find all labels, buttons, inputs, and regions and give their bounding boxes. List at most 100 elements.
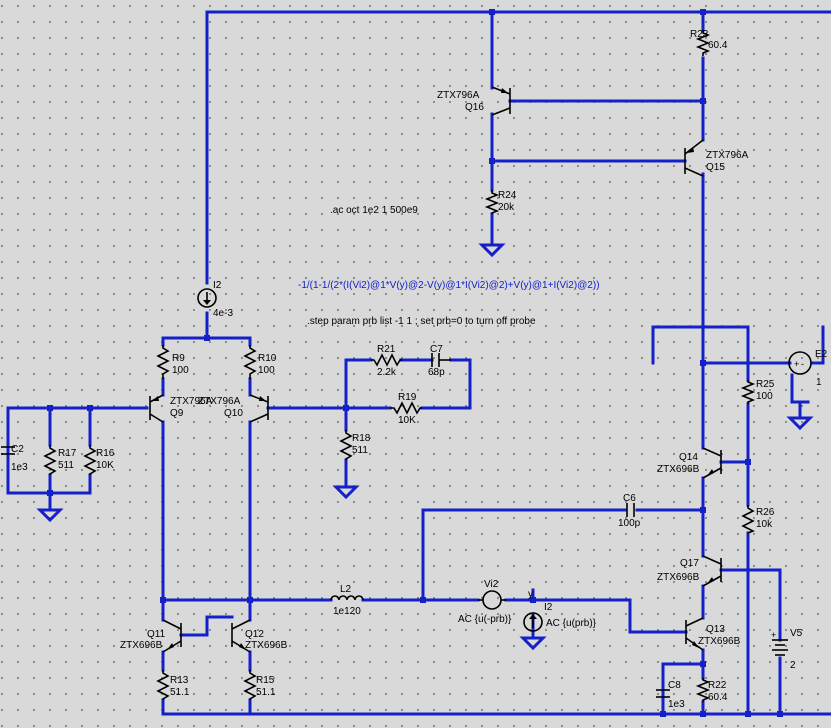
label-Q16-name: Q16 [465, 102, 484, 113]
probe-expression: -1/(1-1/(2*(I(Vi2)@1*V(y)@2-V(y)@1*I(Vi2… [298, 280, 600, 291]
label-R15-value: 51.1 [256, 687, 276, 698]
junctions [47, 9, 783, 717]
label-R24-name: R24 [498, 190, 517, 201]
label-R23-value: 60.4 [708, 40, 728, 51]
capacitor-C6-symbol [626, 503, 635, 517]
label-I2-name: I2 [213, 280, 222, 291]
resistor-R9-symbol [156, 345, 170, 379]
resistor-R24-symbol [484, 190, 500, 214]
label-V5-value: 2 [790, 660, 796, 671]
transistor-Q9-symbol [149, 394, 164, 423]
label-C8-value: 1e3 [668, 699, 685, 710]
ground-icon [786, 416, 814, 431]
svg-text:+: + [771, 630, 776, 640]
label-R21-value: 2.2k [377, 367, 397, 378]
label-Q15-model: ZTX796A [706, 150, 749, 161]
label-R16-name: R16 [96, 448, 115, 459]
grounds [36, 243, 814, 651]
resistor-R18-symbol [339, 430, 353, 460]
label-Q11-name: Q11 [147, 629, 166, 640]
label-Q11-model: ZTX696B [120, 640, 163, 651]
transistor-Q13-symbol [685, 617, 704, 651]
label-R13-value: 51.1 [170, 687, 190, 698]
label-Q13-model: ZTX696B [698, 636, 741, 647]
ground-icon [478, 243, 506, 258]
transistor-Q15-symbol [684, 139, 704, 177]
label-V5-name: V5 [790, 628, 803, 639]
label-Q12-model: ZTX696B [245, 640, 288, 651]
voltage-source-V5-symbol: + [771, 630, 788, 656]
label-Q9-name: Q9 [170, 408, 184, 419]
resistor-R13-symbol [156, 670, 170, 700]
ground-icon [36, 508, 64, 523]
label-C2-name: C2 [11, 444, 24, 455]
label-Vi2-value: AC {u(-prb)} [458, 614, 512, 625]
inductor-L2-symbol [330, 595, 364, 601]
resistor-R26-symbol [741, 505, 755, 534]
label-R9-value: 100 [172, 365, 189, 376]
svg-text:-: - [801, 359, 804, 369]
label-Q17-model: ZTX696B [657, 572, 700, 583]
label-C2-value: 1e3 [11, 462, 28, 473]
label-R23-name: R23 [690, 29, 709, 40]
label-C6-name: C6 [623, 493, 636, 504]
label-R22-name: R22 [708, 680, 727, 691]
label-R15-name: R15 [256, 675, 275, 686]
label-Q13-name: Q13 [706, 624, 725, 635]
label-Q15-name: Q15 [706, 162, 725, 173]
svg-text:+: + [794, 359, 799, 369]
label-Q12-name: Q12 [245, 629, 264, 640]
capacitor-C7-symbol [431, 353, 451, 367]
label-net-y: y [528, 589, 533, 600]
label-R26-name: R26 [756, 507, 775, 518]
transistor-Q14-symbol [702, 447, 722, 479]
label-Q16-model: ZTX796A [437, 90, 480, 101]
label-R18-value: 511 [352, 445, 368, 456]
resistor-R19-symbol [390, 401, 422, 415]
label-L2-name: L2 [340, 584, 352, 595]
label-Q17-name: Q17 [680, 558, 699, 569]
label-R25-value: 100 [756, 391, 773, 402]
step-directive: .step param prb list -1 1 ; set prb=0 to… [307, 316, 536, 327]
transistors [149, 86, 722, 653]
label-R13-name: R13 [170, 675, 189, 686]
labels: R23 60.4 ZTX796A Q16 ZTX796A Q15 R24 20k… [11, 29, 828, 710]
capacitor-C2-symbol [1, 446, 15, 455]
resistor-R21-symbol [371, 353, 402, 367]
resistor-R23-symbol [695, 30, 711, 56]
label-R25-name: R25 [756, 379, 775, 390]
ac-directive: .ac oct 1e2 1 500e9 [330, 205, 418, 216]
label-R22-value: 60.4 [708, 692, 728, 703]
label-R21-name: R21 [377, 344, 396, 355]
transistor-Q10-symbol [249, 394, 269, 423]
sources: + - + [197, 288, 812, 656]
label-Q14-model: ZTX696B [657, 464, 700, 475]
label-I2-value: 4e-3 [213, 308, 233, 319]
label-R19-name: R19 [398, 392, 417, 403]
wires [6, 10, 831, 716]
resistor-R15-symbol [243, 670, 257, 700]
capacitor-C8-symbol [656, 689, 670, 698]
label-R18-name: R18 [352, 433, 371, 444]
label-R17-name: R17 [58, 448, 77, 459]
label-Q10-model: ZTX796A [198, 396, 241, 407]
label-Q10-name: Q10 [224, 408, 243, 419]
capacitors [1, 353, 670, 698]
current-source-probe-symbol [523, 612, 543, 632]
voltage-source-E2-symbol: + - [788, 351, 812, 375]
label-R10-name: R10 [258, 353, 277, 364]
transistor-Q12-symbol [231, 619, 251, 653]
resistor-R10-symbol [243, 345, 257, 379]
resistor-R16-symbol [83, 445, 97, 475]
label-C6-value: 100p [618, 518, 641, 529]
transistor-Q16-symbol [491, 86, 511, 116]
label-R19-value: 10K [398, 415, 416, 426]
label-R16-value: 10K [96, 460, 114, 471]
ground-icon [332, 485, 360, 500]
label-E2-value: 1 [816, 377, 822, 388]
label-R24-value: 20k [498, 202, 515, 213]
label-C7-name: C7 [430, 344, 443, 355]
label-Vi2-name: Vi2 [484, 579, 499, 590]
label-Q9-model: ZTX796A [170, 396, 213, 407]
